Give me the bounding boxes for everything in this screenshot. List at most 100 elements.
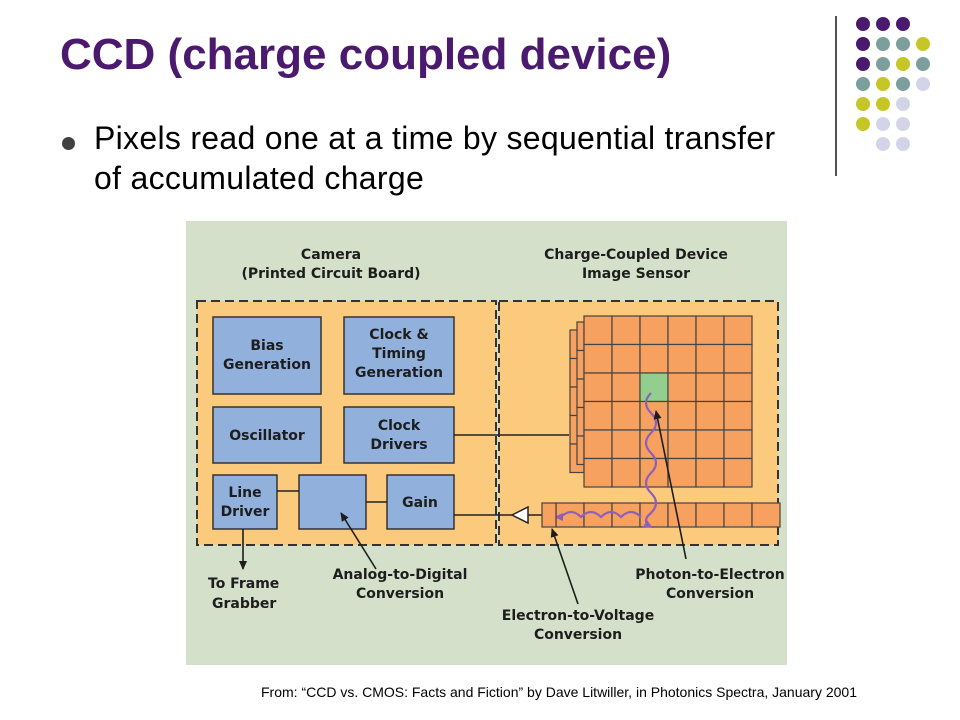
- decorative-dot: [876, 37, 890, 51]
- adc-block: [298, 474, 367, 530]
- pixel-cell: [639, 343, 669, 374]
- sensor-heading-line-2: Image Sensor: [582, 266, 690, 282]
- clock-drivers-label-2: Drivers: [370, 437, 427, 453]
- pixel-cell: [695, 343, 725, 374]
- pixel-cell: [723, 457, 753, 488]
- line-driver-block: [212, 474, 278, 530]
- pixel-cell: [667, 400, 697, 431]
- pixel-cell: [667, 315, 697, 346]
- decorative-dot: [896, 77, 910, 91]
- active-pixel-cell: [639, 372, 669, 403]
- bias-label-2: Generation: [223, 357, 311, 373]
- pixel-cell: [611, 429, 641, 460]
- vertical-charge-transfer-arrow: [642, 392, 658, 529]
- pixel-cell: [611, 457, 641, 488]
- ccd-block-diagram: Camera (Printed Circuit Board) Charge-Co…: [186, 221, 787, 665]
- pixel-cell: [611, 372, 641, 403]
- adc-pointer-arrow: [340, 512, 377, 570]
- clock-timing-label-3: Generation: [355, 365, 443, 381]
- pixel-cell: [667, 343, 697, 374]
- camera-heading-line-2: (Printed Circuit Board): [241, 266, 420, 282]
- decorative-dot: [916, 37, 930, 51]
- pixel-cell: [583, 343, 613, 374]
- frame-grabber-label-2: Grabber: [212, 596, 276, 612]
- clock-timing-label-2: Timing: [372, 346, 426, 362]
- shift-register-cell: [751, 502, 781, 528]
- clock-line-cell: [576, 406, 585, 437]
- decorative-dot: [896, 17, 910, 31]
- pixel-cell: [695, 315, 725, 346]
- shift-register-cell: [695, 502, 725, 528]
- pixel-cell: [583, 400, 613, 431]
- pixel-array: [583, 315, 753, 488]
- clock-line-cell: [576, 349, 585, 380]
- bullet-text: Pixels read one at a time by sequential …: [94, 120, 776, 196]
- pixel-cell: [723, 429, 753, 460]
- decorative-dot: [876, 17, 890, 31]
- decorative-dot: [916, 77, 930, 91]
- voltage-label-1: Electron-to-Voltage: [502, 608, 654, 624]
- frame-grabber-label-1: To Frame: [208, 576, 279, 592]
- clock-drivers-label-1: Clock: [378, 418, 421, 434]
- output-node-cell: [541, 502, 557, 528]
- shift-register-cell: [611, 502, 641, 528]
- decorative-dot: [876, 77, 890, 91]
- pixel-cell: [583, 315, 613, 346]
- pixel-cell: [695, 457, 725, 488]
- voltage-label-2: Conversion: [534, 627, 622, 643]
- line-driver-label-1: Line: [228, 485, 261, 501]
- decorative-dot: [856, 57, 870, 71]
- pixel-cell: [611, 343, 641, 374]
- decorative-dot: [896, 97, 910, 111]
- pixel-cell: [723, 343, 753, 374]
- gain-label: Gain: [402, 495, 438, 511]
- pixel-cell: [695, 400, 725, 431]
- pixel-cell: [639, 315, 669, 346]
- slide-title: CCD (charge coupled device): [60, 30, 672, 79]
- adc-label-1: Analog-to-Digital: [333, 567, 468, 583]
- adc-label-2: Conversion: [356, 586, 444, 602]
- pixel-cell: [639, 457, 669, 488]
- clock-line-stack: [569, 321, 585, 474]
- decorative-dot: [876, 137, 890, 151]
- decorative-dot: [896, 137, 910, 151]
- pixel-cell: [695, 372, 725, 403]
- pixel-cell: [583, 457, 613, 488]
- voltage-pointer-arrow: [550, 528, 579, 605]
- shift-register-cell: [639, 502, 669, 528]
- decorative-dot: [896, 117, 910, 131]
- decorative-dot: [856, 97, 870, 111]
- photon-label-2: Conversion: [666, 586, 754, 602]
- pixel-cell: [667, 429, 697, 460]
- gain-block: [386, 474, 455, 530]
- clock-line-cell: [576, 378, 585, 409]
- pixel-cell: [583, 372, 613, 403]
- horizontal-shift-register: [555, 502, 781, 528]
- bias-label-1: Bias: [250, 338, 283, 354]
- vertical-divider: [835, 16, 837, 176]
- shift-register-cell: [667, 502, 697, 528]
- decorative-dot: [856, 117, 870, 131]
- clock-line-cell: [576, 435, 585, 466]
- pixel-cell: [583, 429, 613, 460]
- clock-timing-label-1: Clock &: [369, 327, 428, 343]
- decorative-dot: [896, 37, 910, 51]
- decorative-dot: [856, 77, 870, 91]
- decorative-dot: [876, 117, 890, 131]
- decorative-dot: [876, 97, 890, 111]
- oscillator-label: Oscillator: [229, 428, 305, 444]
- clock-timing-generation-block: [343, 316, 455, 395]
- line-driver-label-2: Driver: [221, 504, 270, 520]
- photon-label-1: Photon-to-Electron: [635, 567, 784, 583]
- pixel-cell: [667, 457, 697, 488]
- bullet-dot-icon: [62, 137, 75, 150]
- decorative-dot: [876, 57, 890, 71]
- clock-line-cell: [576, 321, 585, 352]
- pixel-cell: [695, 429, 725, 460]
- pixel-cell: [611, 315, 641, 346]
- pixel-cell: [723, 400, 753, 431]
- decorative-dot: [896, 57, 910, 71]
- pixel-cell: [723, 372, 753, 403]
- pixel-cell: [611, 400, 641, 431]
- source-caption: From: “CCD vs. CMOS: Facts and Fiction” …: [261, 684, 857, 700]
